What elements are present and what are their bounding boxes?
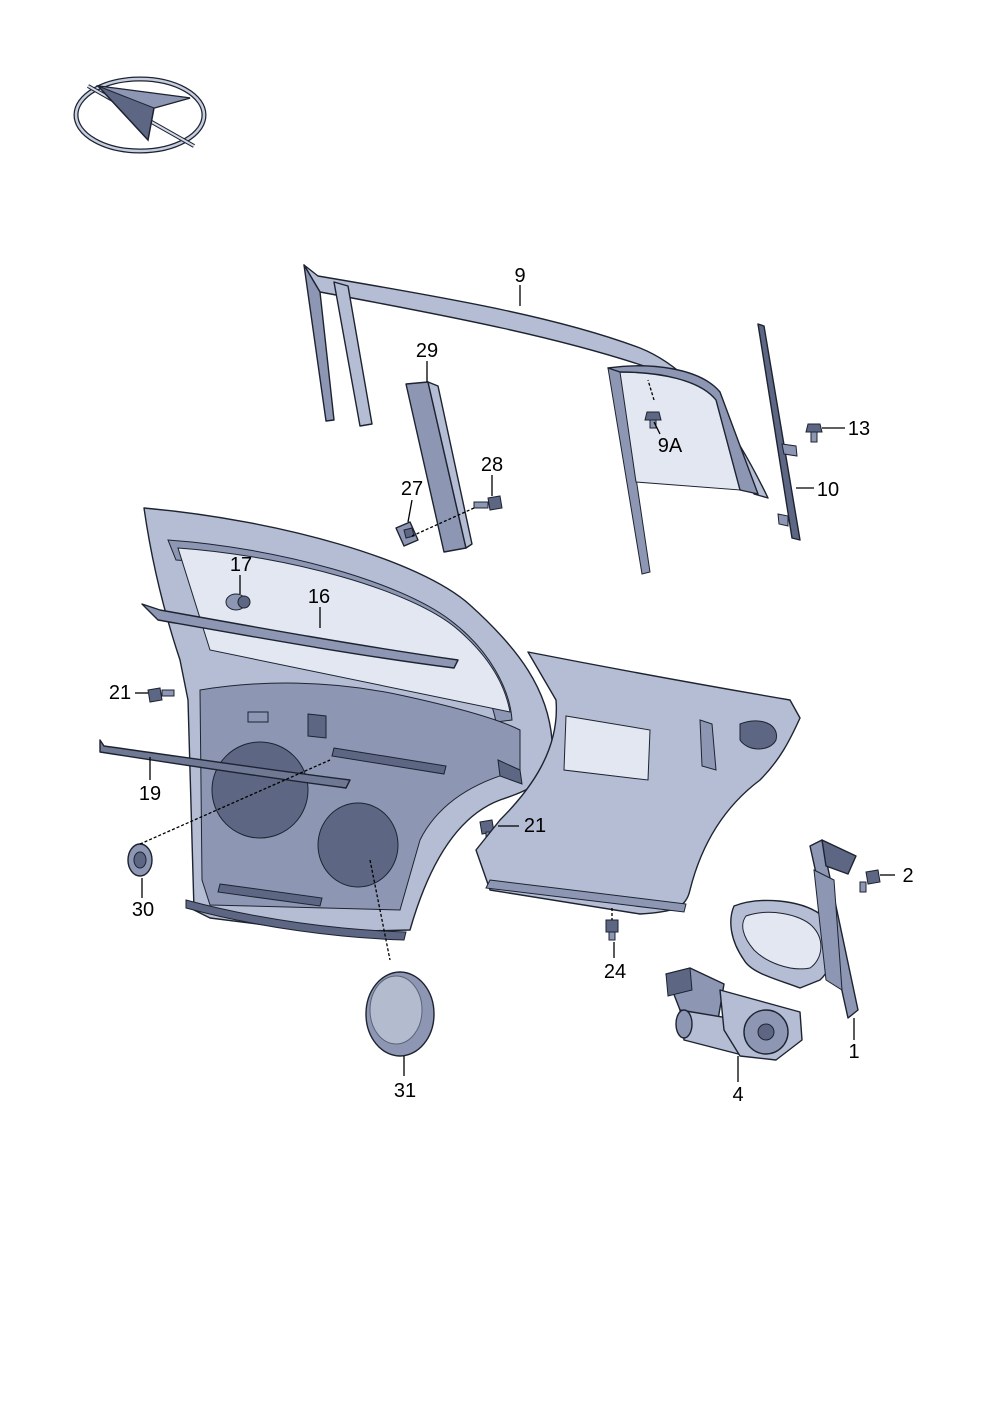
window-motor [665,967,803,1061]
callout-labels: 9 29 9A 13 28 27 10 17 16 21 21 19 30 2 … [109,265,914,1106]
label-part-27: 27 [401,478,423,500]
bolt-21a-icon [147,687,175,703]
label-part-29: 29 [416,340,438,362]
label-part-10: 10 [817,479,839,501]
grommet-17-icon [225,593,251,611]
label-part-9a: 9A [658,435,683,457]
screw-13-icon [805,423,823,443]
b-pillar-trim [405,381,473,553]
outer-seal [99,739,351,789]
label-part-1: 1 [848,1041,859,1063]
label-part-31: 31 [394,1080,416,1102]
outer-door-shell [475,651,801,915]
label-part-21-upper: 21 [109,682,131,704]
bolt-28-icon [473,495,503,511]
cover-membrane [365,971,435,1057]
label-part-9: 9 [514,265,525,287]
label-part-16: 16 [308,586,330,608]
label-part-28: 28 [481,454,503,476]
window-channel [757,323,801,541]
bolt-2-icon [859,869,881,893]
clip-27-icon [395,521,419,547]
plug-30-icon [127,843,153,877]
label-part-4: 4 [732,1084,743,1106]
leader-lines [135,285,895,1082]
label-part-17: 17 [230,554,252,576]
label-part-13: 13 [848,418,870,440]
window-regulator [730,839,859,1019]
label-part-24: 24 [604,961,626,983]
label-part-21-lower: 21 [524,815,546,837]
window-guide-frame [303,264,769,575]
label-part-2: 2 [902,865,913,887]
screw-24-icon [605,919,619,941]
label-part-19: 19 [139,783,161,805]
view-direction-arrow-icon [73,76,207,154]
screw-9a-icon [644,411,662,429]
window-weatherstrip [141,603,459,669]
label-part-30: 30 [132,899,154,921]
